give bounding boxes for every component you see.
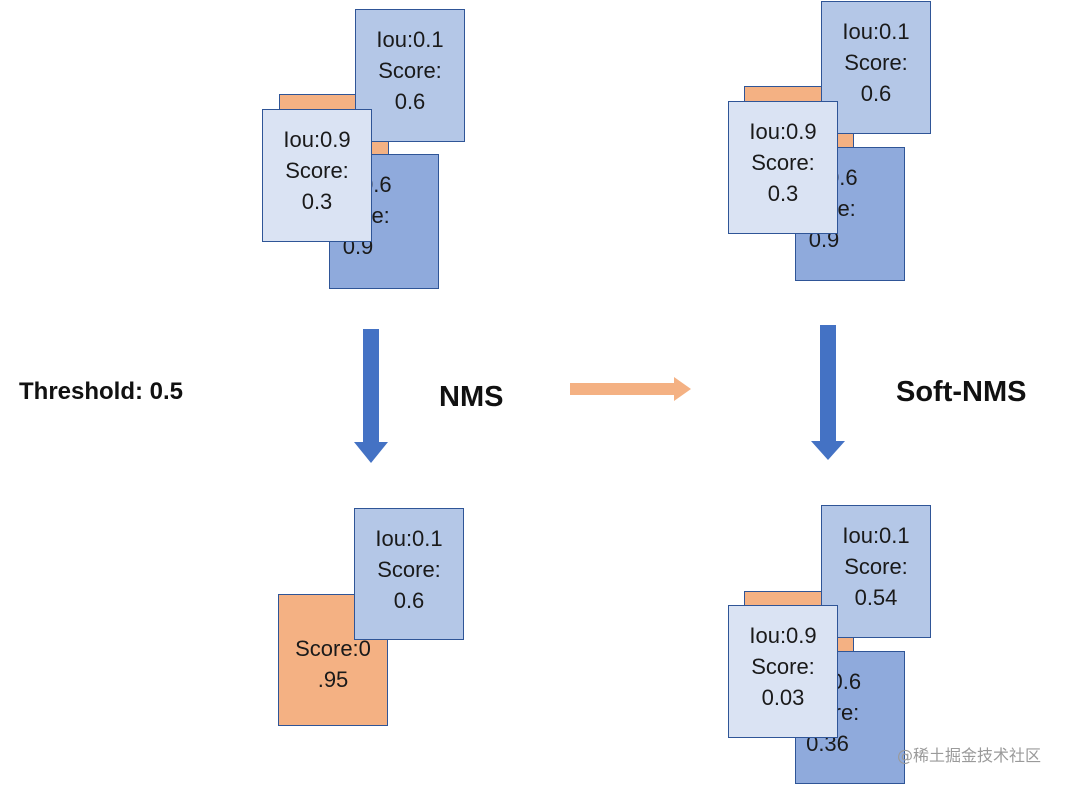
box-text: 0.6 — [394, 89, 426, 114]
box-text: 0.6 — [393, 588, 425, 613]
nms-label: NMS — [439, 381, 504, 413]
top-left-small-box: Iou:0.1 Score: 0.6 — [355, 9, 465, 142]
box-text: Iou:0.9 — [749, 119, 817, 144]
box-text: Score: — [285, 158, 349, 183]
box-text: 0.03 — [761, 685, 805, 710]
box-text: Iou:0.1 — [842, 19, 910, 44]
transition-arrow-right-icon — [570, 377, 691, 401]
box-text: 0.3 — [767, 181, 799, 206]
soft-nms-arrow-down-icon — [811, 325, 845, 460]
box-text: 0.54 — [854, 585, 898, 610]
nms-arrow-down-icon — [354, 329, 388, 463]
box-text: 0.3 — [301, 189, 333, 214]
box-text: Iou:0.9 — [283, 127, 351, 152]
bottom-right-small-box: Iou:0.1 Score: 0.54 — [821, 505, 931, 638]
box-text: Score: — [378, 58, 442, 83]
box-text: .95 — [317, 667, 349, 692]
bottom-right-big-box: Iou:0.9 Score: 0.03 — [728, 605, 838, 738]
box-text: 0.6 — [860, 81, 892, 106]
box-text: Score: — [751, 654, 815, 679]
top-right-big-box: Iou:0.9 Score: 0.3 — [728, 101, 838, 234]
box-text: Score: — [844, 50, 908, 75]
box-text: Score: — [844, 554, 908, 579]
box-text: Score: — [751, 150, 815, 175]
top-right-small-box: Iou:0.1 Score: 0.6 — [821, 1, 931, 134]
box-text: Score: — [377, 557, 441, 582]
threshold-label: Threshold: 0.5 — [19, 378, 184, 405]
box-text: Iou:0.9 — [749, 623, 817, 648]
bottom-left-small-box: Iou:0.1 Score: 0.6 — [354, 508, 464, 640]
top-left-big-box: Iou:0.9 Score: 0.3 — [262, 109, 372, 242]
soft-nms-label: Soft-NMS — [896, 376, 1027, 408]
box-text: Iou:0.1 — [375, 526, 443, 551]
watermark: @稀土掘金技术社区 — [897, 746, 1042, 765]
box-text: Iou:0.1 — [842, 523, 910, 548]
box-text: Score:0 — [295, 636, 371, 661]
box-text: Iou:0.1 — [376, 27, 444, 52]
